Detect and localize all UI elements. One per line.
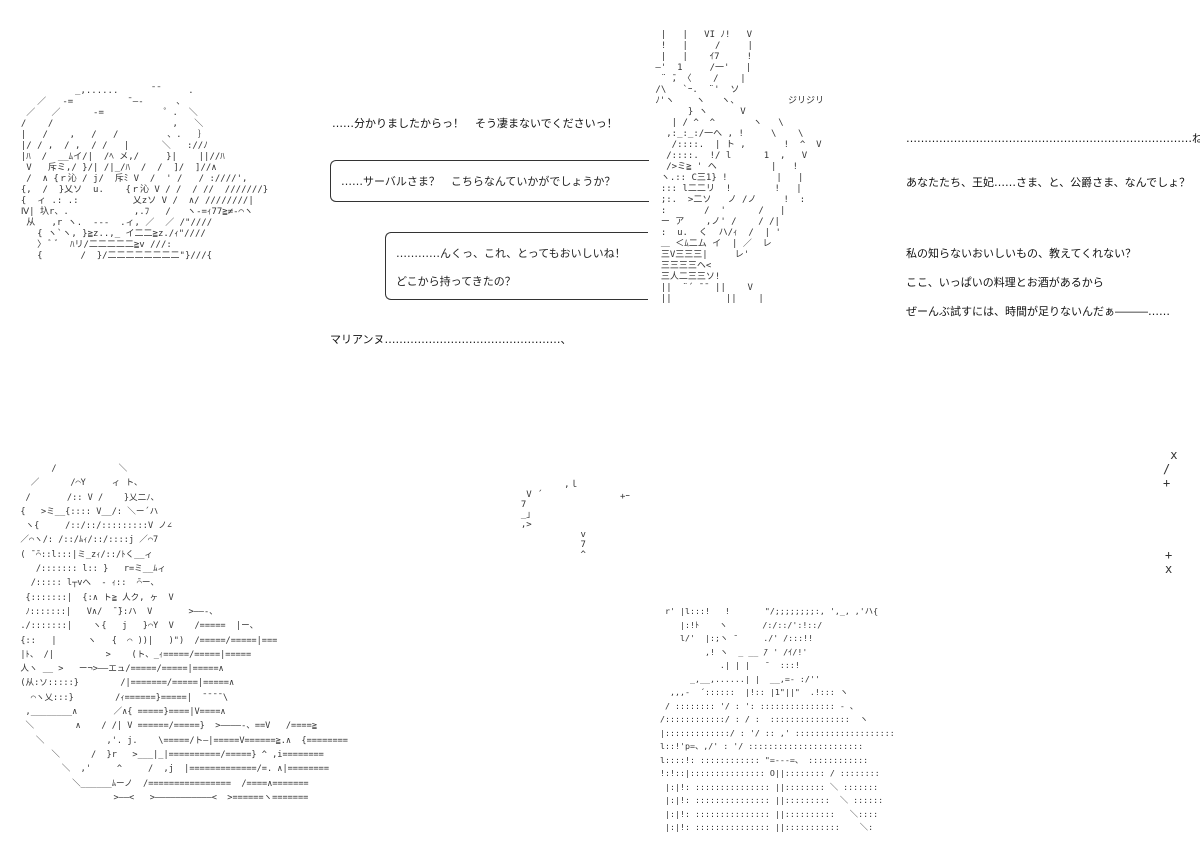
speaker-name: マリアンヌ…………………………………………、 <box>330 333 572 346</box>
narration-line-2: あなたたち、王妃……さま、と、公爵さま、なんでしょ？ <box>906 176 1191 189</box>
narration-line-1: ……………………………………………………………………ねぇ？ <box>906 132 1200 145</box>
girl-ascii-art-top-left: _,...... ̄ ̄ ． ／ -= ̄ ―‐ 、 ／ ／ -= ゜. ＼ /… <box>20 86 269 261</box>
speech-bubble-1: ……サーバルさま？ こちらなんていかがでしょうか？ <box>330 160 649 202</box>
speech-bubble-2: …………んくっ、これ、とってもおいしいね！ どこから持ってきたの？ <box>385 232 648 300</box>
speech-bubble-1-text: ……サーバルさま？ こちらなんていかがでしょうか？ <box>341 175 616 188</box>
speech-bubble-2-line-2: どこから持ってきたの？ <box>396 275 516 288</box>
sparkle-bottom: + x <box>1165 548 1173 576</box>
reclining-ascii-art-bottom-left: / ＼ ／ /⌒Y ィ ト、 / /:: V / }乂二ﾉ、 { >ミ__{::… <box>20 464 348 803</box>
sparkle-top: x / + <box>1163 448 1178 490</box>
dialogue-line: ……分かりましたからっ！ そう凄まないでくださいっ！ <box>332 117 618 130</box>
sound-effect-small: ,ｌ V ´ 7 _｣ ,> v 7 ^ <box>520 480 586 560</box>
speech-bubble-2-line-1: …………んくっ、これ、とってもおいしいね！ <box>396 247 626 260</box>
narration-line-3: 私の知らないおいしいもの、教えてくれない？ <box>906 247 1137 260</box>
narration-line-4: ここ、いっぱいの料理とお酒があるから <box>906 276 1104 289</box>
serval-ascii-art-right: | | VI ﾉ! V ! | / | | | ｲ7 ! —' 1 /一' | … <box>655 30 825 304</box>
sound-effect-plus: +ｰ <box>620 492 630 502</box>
narration-line-5: ぜーんぶ試すには、時間が足りないんだぁ―――…… <box>906 305 1170 318</box>
figure-ascii-art-bottom-center: r' |l:::! ! "/;;;;;;;;:, ',_, ,'ハ{ |:!ﾄ … <box>659 606 895 832</box>
